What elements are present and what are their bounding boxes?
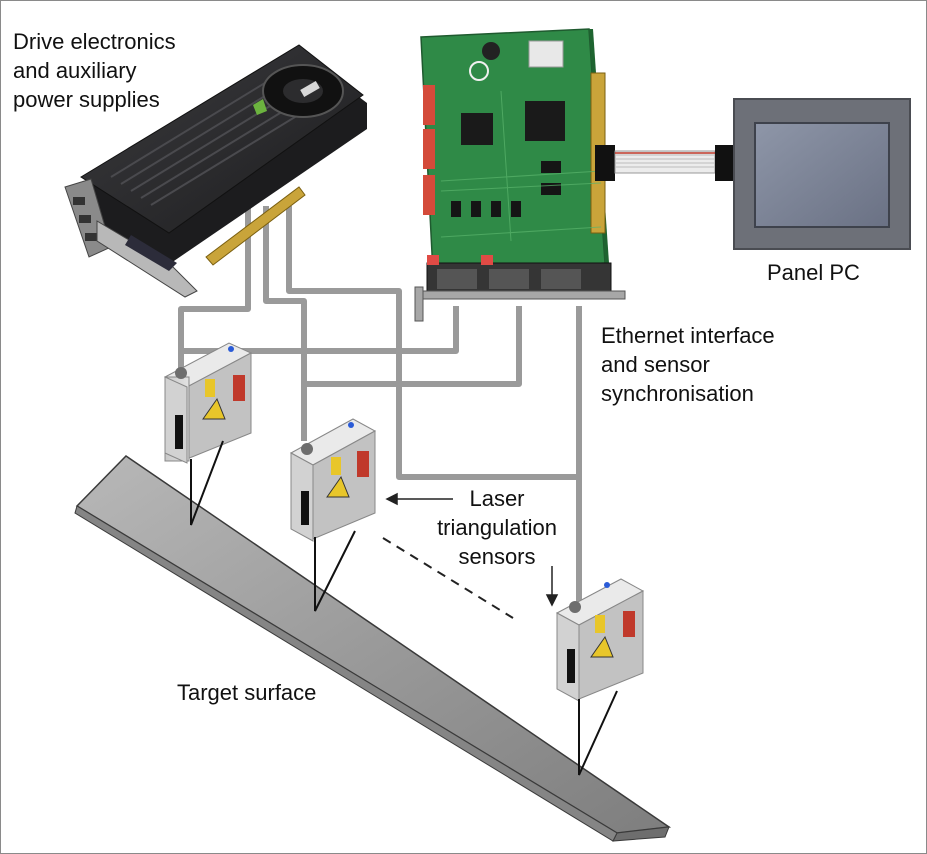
drive-label-line-2: and auxiliary <box>13 58 137 83</box>
panel-pc-label: Panel PC <box>767 260 860 285</box>
laser-label-line-3: sensors <box>458 544 536 569</box>
ribbon-cable <box>595 145 733 181</box>
laser-sensor-image <box>289 418 377 612</box>
ethernet-label-line-2: and sensor <box>601 352 710 377</box>
gpu-card-image <box>64 44 367 298</box>
cable-bundle <box>178 206 582 605</box>
drive-label-line-3: power supplies <box>13 87 160 112</box>
target-surface-label: Target surface <box>177 680 317 705</box>
laser-sensor-image <box>555 578 645 776</box>
interface-card-image <box>414 28 626 322</box>
laser-label-line-1: Laser <box>469 486 525 511</box>
drive-label-line-1: Drive electronics <box>13 29 176 54</box>
target-surface-shape <box>74 455 672 842</box>
drive-electronics-label: Drive electronics and auxiliary power su… <box>13 27 176 114</box>
laser-label-line-2: triangulation <box>437 515 557 540</box>
ethernet-label-line-3: synchronisation <box>601 381 754 406</box>
panel-pc-image <box>733 98 911 250</box>
ethernet-label-line-1: Ethernet interface <box>601 323 775 348</box>
laser-label-arrows <box>385 492 559 607</box>
ethernet-interface-label: Ethernet interface and sensor synchronis… <box>601 321 775 408</box>
laser-sensors-label: Laser triangulation sensors <box>429 484 565 571</box>
laser-sensor-image <box>163 342 253 526</box>
